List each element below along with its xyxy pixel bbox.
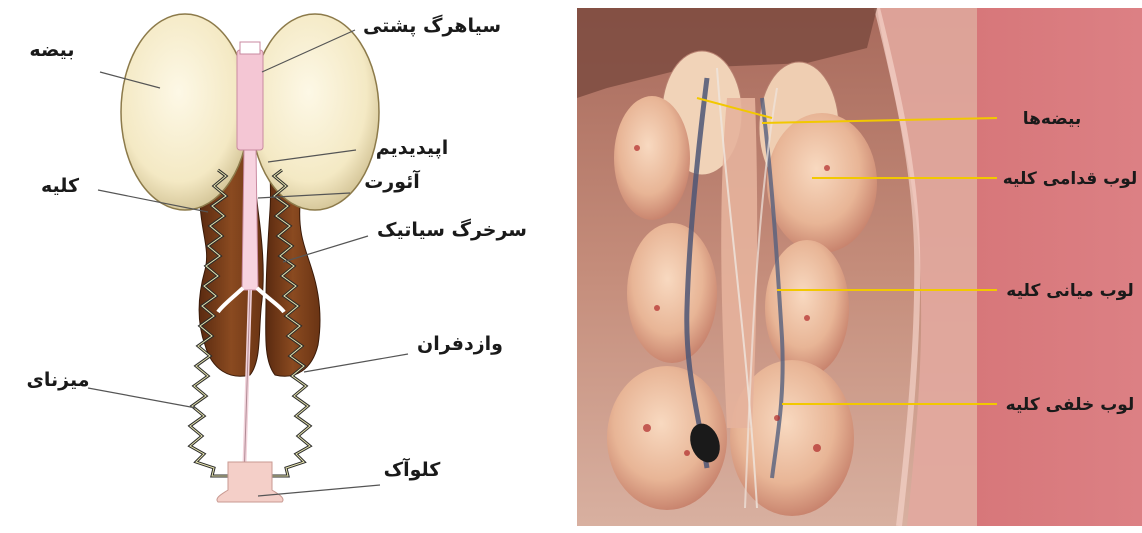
- aorta: [242, 150, 258, 290]
- label-cloaca: کلوآک: [384, 457, 442, 481]
- label-posterior-lobe: لوب خلفی کلیه: [1006, 395, 1135, 415]
- label-band: [977, 8, 1142, 526]
- vena-cava: [237, 50, 263, 150]
- label-anterior-lobe: لوب قدامی کلیه: [1003, 169, 1138, 189]
- cloaca: [217, 462, 283, 502]
- photo-svg: بیضه‌ها لوب قدامی کلیه لوب میانی کلیه لو…: [577, 8, 1142, 526]
- label-ureter: میزنای: [26, 369, 89, 391]
- label-sciatic-artery: سرخرگ سیاتیک: [377, 218, 527, 241]
- label-aorta: آئورت: [364, 169, 420, 193]
- dissection-photo-panel: بیضه‌ها لوب قدامی کلیه لوب میانی کلیه لو…: [577, 8, 1142, 526]
- diagram-svg: بیضه سیاهرگ پشتی اپیدیدیم آئورت کلیه سرخ…: [0, 0, 560, 533]
- label-testes: بیضه‌ها: [1023, 109, 1082, 129]
- label-middle-lobe: لوب میانی کلیه: [1006, 281, 1133, 301]
- label-testis: بیضه: [29, 39, 74, 61]
- label-vena-cava: سیاهرگ پشتی: [363, 14, 501, 37]
- label-kidney: کلیه: [41, 175, 80, 197]
- anatomy-diagram: بیضه سیاهرگ پشتی اپیدیدیم آئورت کلیه سرخ…: [0, 0, 560, 533]
- label-vas-deferens: وازدفران: [417, 333, 503, 355]
- dissection-photo: [577, 8, 977, 526]
- testis-right: [251, 14, 379, 210]
- testis-left: [121, 14, 249, 210]
- label-epididymis: اپیدیدیم: [376, 137, 449, 159]
